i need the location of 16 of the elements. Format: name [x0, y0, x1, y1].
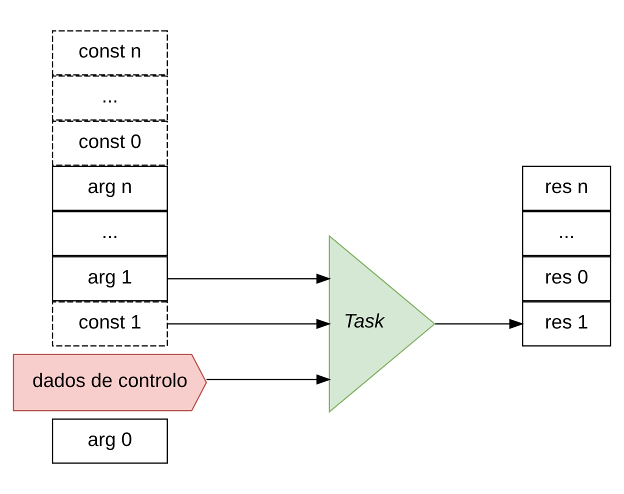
arrow [206, 374, 332, 385]
arrow [167, 274, 332, 284]
node-box: const n [52, 30, 168, 76]
node-box: const 0 [52, 120, 168, 166]
node-box: res 0 [522, 256, 612, 302]
arrow [167, 318, 332, 330]
arrow [435, 318, 524, 330]
node-box: arg 1 [52, 256, 168, 302]
node-box: arg 0 [52, 418, 168, 464]
node-box: ... [52, 210, 168, 256]
node-box: res 1 [522, 301, 612, 346]
node-box: ... [52, 75, 168, 121]
node-box: arg n [52, 166, 168, 211]
node-box: ... [522, 210, 612, 256]
node-box: const 1 [52, 301, 168, 346]
node-box: res n [522, 166, 612, 211]
